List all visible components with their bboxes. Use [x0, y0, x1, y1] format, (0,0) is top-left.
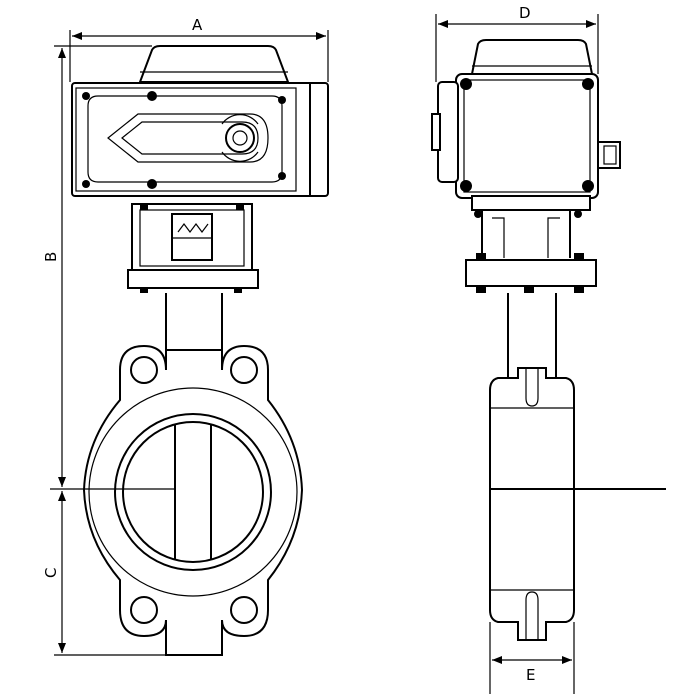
dimension-label-c: C	[42, 568, 60, 578]
housing-bolts	[82, 91, 286, 189]
side-actuator-cap	[470, 39, 594, 75]
front-view	[50, 45, 329, 656]
dimension-label-b: B	[42, 252, 60, 262]
mounting-bracket	[127, 203, 259, 293]
dimension-b: B	[42, 45, 152, 487]
dimension-d: D	[435, 4, 599, 82]
actuator-housing	[71, 82, 329, 197]
dimension-label-d: D	[519, 4, 531, 22]
dimension-label-e: E	[526, 666, 535, 684]
valve-neck	[165, 293, 223, 360]
side-view	[431, 39, 666, 641]
side-valve-body	[489, 367, 575, 641]
dimension-c: C	[42, 491, 168, 656]
valve-bore	[88, 387, 298, 597]
valve-body	[82, 344, 304, 656]
dimension-a: A	[69, 16, 329, 82]
side-neck	[507, 293, 557, 378]
body-bolt-holes	[130, 356, 258, 624]
dimension-e: E	[489, 622, 575, 694]
actuator-cap	[138, 45, 290, 83]
side-bracket	[465, 195, 597, 293]
dimension-label-a: A	[192, 16, 203, 34]
side-actuator-housing	[431, 73, 621, 218]
